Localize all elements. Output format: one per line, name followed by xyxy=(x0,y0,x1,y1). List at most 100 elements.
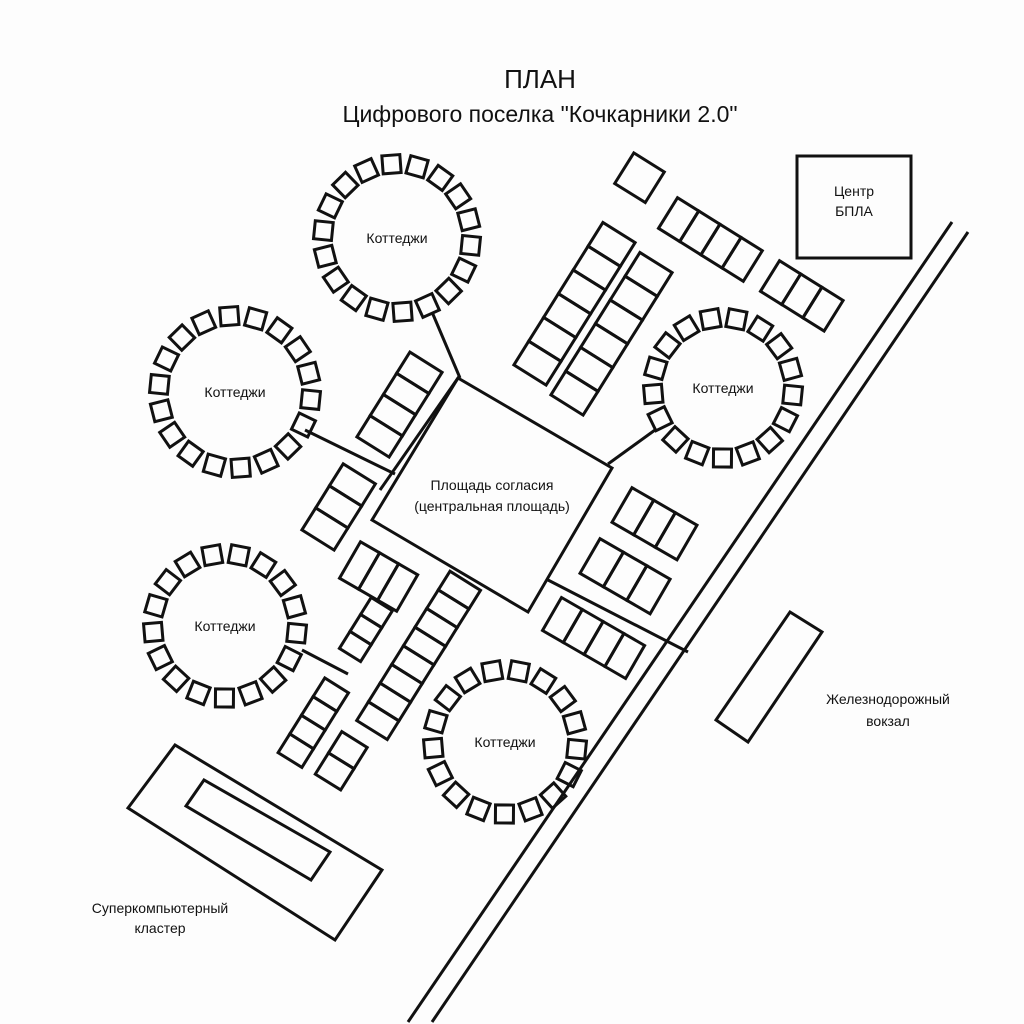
cottage-plot xyxy=(506,659,532,684)
cottage-plot xyxy=(443,181,473,211)
supercomputer-inner-block xyxy=(183,778,333,883)
cottage-plot xyxy=(745,314,775,344)
cottage-plot xyxy=(173,550,202,579)
cottage-plot xyxy=(698,306,723,332)
cottage-ring: Коттеджи xyxy=(641,306,805,469)
cottage-plot xyxy=(236,679,265,707)
central-square-label-2: (центральная площадь) xyxy=(414,498,570,514)
cottage-plot xyxy=(147,372,171,396)
cottage-plot xyxy=(426,759,455,788)
building-unit xyxy=(326,729,370,771)
plan-title: ПЛАН xyxy=(504,64,576,94)
cottage-plot xyxy=(152,344,181,374)
railway-station-label-2: вокзал xyxy=(866,713,910,729)
cottage-plot xyxy=(413,291,442,320)
building-unit xyxy=(720,235,765,284)
cottage-label: Коттеджи xyxy=(366,230,427,246)
building-row xyxy=(758,258,846,334)
paths xyxy=(301,311,689,676)
supercomputer-label-1: Суперкомпьютерный xyxy=(92,900,228,916)
supercomputer-label-2: кластер xyxy=(134,920,185,936)
cottage-plot xyxy=(252,447,281,476)
path xyxy=(547,578,689,654)
cottage-ring: Коттеджи xyxy=(141,542,309,709)
cottage-plot xyxy=(781,383,805,407)
cottage-plot xyxy=(312,243,339,270)
cottage-plot xyxy=(642,355,669,382)
cottage-plot xyxy=(339,283,369,313)
cottage-plot xyxy=(316,191,345,220)
cottage-plot xyxy=(363,296,390,323)
building-unit xyxy=(436,569,483,611)
building-unit xyxy=(612,150,667,205)
cottage-plot xyxy=(646,404,675,433)
cottage-plot xyxy=(641,382,665,406)
path xyxy=(430,311,462,379)
building-row xyxy=(337,595,395,664)
cottage-plot xyxy=(264,315,295,345)
cottage-plot xyxy=(425,163,455,193)
building-unit xyxy=(375,561,420,614)
cottage-plot xyxy=(433,276,464,306)
cottage-plot xyxy=(455,206,482,233)
building-unit xyxy=(311,675,351,714)
cottage-plot xyxy=(148,397,175,424)
cottage-plot xyxy=(201,452,228,479)
cottage-plot xyxy=(311,219,335,243)
building-row xyxy=(609,485,700,562)
cottage-plot xyxy=(248,550,278,580)
cottage-plot xyxy=(299,388,323,412)
cottage-ring: Коттеджи xyxy=(311,152,483,324)
cottage-plot xyxy=(289,410,318,440)
cottage-plot xyxy=(433,683,463,713)
building-row xyxy=(656,195,765,284)
cottage-label: Коттеджи xyxy=(474,734,535,750)
cottage-label: Коттеджи xyxy=(204,384,265,400)
cottage-plot xyxy=(771,405,800,434)
cottage-label: Коттеджи xyxy=(692,380,753,396)
cottage-plot xyxy=(275,644,304,673)
cottage-plot xyxy=(330,170,361,200)
cottage-plot xyxy=(652,330,683,361)
cottage-plot xyxy=(218,304,241,328)
cottage-plot xyxy=(141,620,165,644)
cottage-plot xyxy=(213,687,236,709)
building-row xyxy=(577,536,673,616)
building-unit xyxy=(586,220,638,269)
cottage-plot xyxy=(683,439,711,467)
cottage-plot xyxy=(464,795,493,823)
cottage-plot xyxy=(295,360,322,387)
cottage-plot xyxy=(777,356,804,383)
path xyxy=(607,428,656,466)
cottage-plot xyxy=(404,153,431,180)
path xyxy=(301,648,349,676)
cottage-plot xyxy=(268,568,298,598)
cottage-plot xyxy=(565,737,589,761)
cottage-plot xyxy=(555,760,584,789)
cottage-plot xyxy=(283,334,313,364)
cottage-plot xyxy=(258,664,288,695)
drone-center-label-2: БПЛА xyxy=(835,203,873,219)
building-unit xyxy=(602,631,647,681)
cottage-plot xyxy=(561,709,588,736)
cottage-plot xyxy=(421,736,445,760)
cottage-plot xyxy=(480,658,505,684)
supercomputer-building xyxy=(125,743,385,943)
building-unit xyxy=(358,595,395,630)
railway-station-building xyxy=(713,609,825,745)
drone-center-building xyxy=(795,154,913,260)
railway-station-label-1: Железнодорожный xyxy=(826,691,950,707)
building-row xyxy=(299,461,378,553)
building-row xyxy=(612,150,667,205)
cottage-plot xyxy=(538,780,568,811)
building-row xyxy=(548,250,675,418)
building-unit xyxy=(800,285,846,334)
cottage-plot xyxy=(724,306,749,332)
building-row xyxy=(354,569,483,742)
cottage-plot xyxy=(157,420,187,450)
building-row xyxy=(354,350,445,460)
cottage-plot xyxy=(380,152,403,176)
cottage-plot xyxy=(672,313,702,343)
cottage-plot xyxy=(548,684,578,714)
